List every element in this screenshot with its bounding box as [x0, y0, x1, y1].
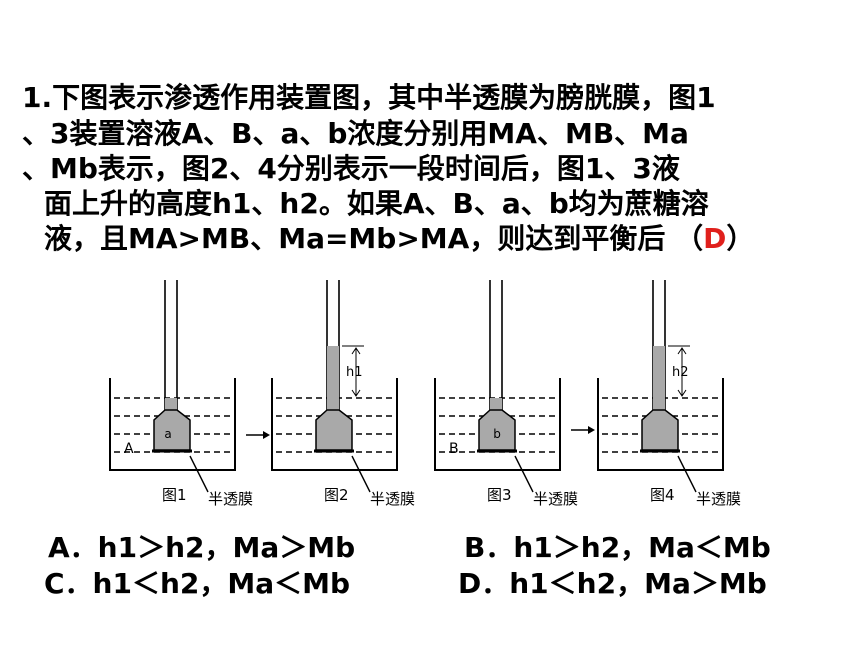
answer-letter: D [703, 222, 727, 255]
question-line-2: 、3装置溶液A、B、a、b浓度分别用MA、MB、Ma [22, 117, 689, 150]
question-line-5: 液，且MA>MB、Ma=Mb>MA，则达到平衡后 （D） [44, 221, 754, 256]
membrane-label-4: 半透膜 [696, 490, 741, 508]
funnel-label-a: a [164, 427, 171, 441]
option-b: B．h1＞h2，Ma＜Mb [464, 531, 771, 564]
arrow-1 [246, 431, 270, 439]
figure-3: b B 图3 半透膜 [434, 280, 578, 508]
beaker-label-b: B [449, 441, 459, 457]
figure-2-caption: 图2 [324, 486, 349, 504]
height-label-h2: h2 [672, 365, 689, 380]
figure-4: h2 图4 半透膜 [597, 280, 741, 508]
figure-3-caption: 图3 [487, 486, 512, 504]
membrane-label-3: 半透膜 [533, 490, 578, 508]
membrane-label-2: 半透膜 [370, 490, 415, 508]
option-a: A．h1＞h2，Ma＞Mb [48, 531, 356, 564]
figure-1: a A 图1 半透膜 [109, 280, 253, 508]
beaker-label-a: A [124, 441, 134, 457]
figure-1-caption: 图1 [162, 486, 187, 504]
option-c: C．h1＜h2，Ma＜Mb [44, 567, 351, 600]
question-line-1: 1.下图表示渗透作用装置图，其中半透膜为膀胱膜，图1 [22, 81, 716, 114]
height-label-h1: h1 [346, 365, 363, 380]
arrow-2 [571, 426, 595, 434]
question-line-4: 面上升的高度h1、h2。如果A、B、a、b均为蔗糖溶 [44, 187, 709, 220]
funnel-label-b: b [493, 427, 501, 441]
figure-4-caption: 图4 [650, 486, 675, 504]
question-line-3: 、Mb表示，图2、4分别表示一段时间后，图1、3液 [22, 152, 680, 185]
figure-2: h1 图2 半透膜 [271, 280, 415, 508]
option-d: D．h1＜h2，Ma＞Mb [458, 567, 767, 600]
membrane-label-1: 半透膜 [208, 490, 253, 508]
question-line-5-suffix: ） [726, 222, 755, 255]
osmosis-figure: a A 图1 半透膜 h1 图2 半透膜 b B [109, 280, 741, 508]
question-line-5-prefix: 液，且MA>MB、Ma=Mb>MA，则达到平衡后 （ [44, 222, 704, 255]
